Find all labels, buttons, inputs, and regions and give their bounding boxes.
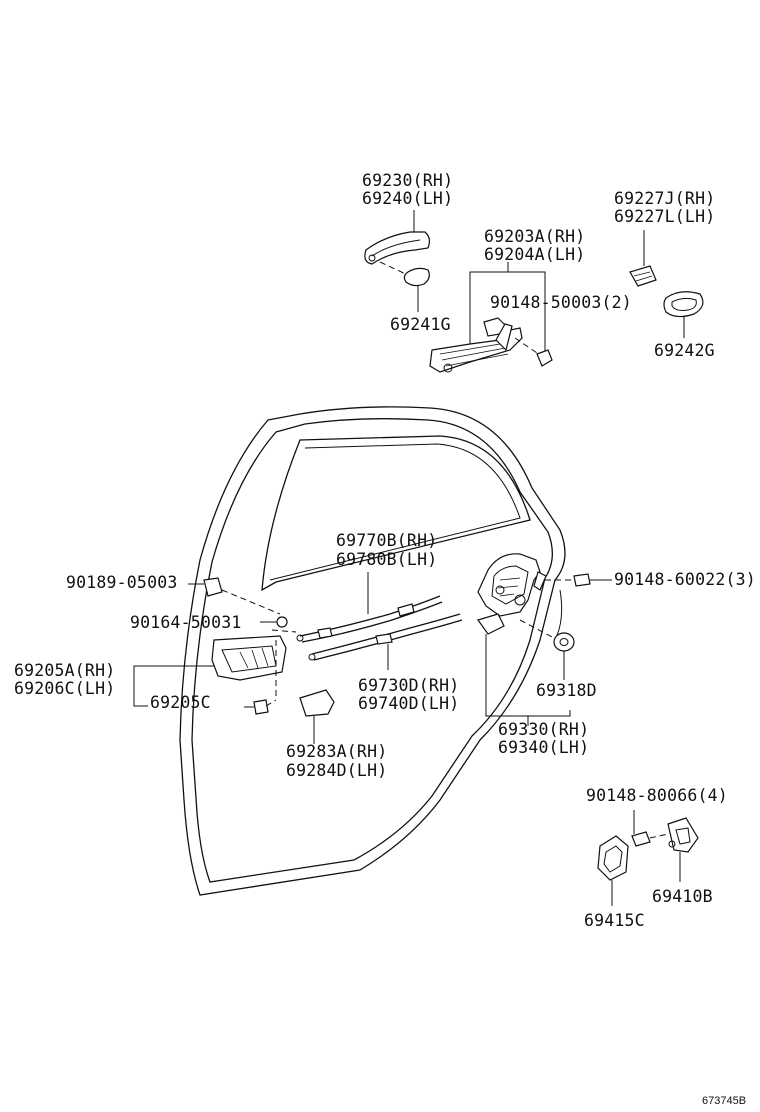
striker-cover-69415C bbox=[597, 835, 629, 906]
screw-90148-50003 bbox=[536, 320, 553, 367]
label-69780B: 69780B(LH) bbox=[336, 550, 437, 569]
inside-handle-69205A bbox=[211, 629, 297, 700]
cover-69227J bbox=[629, 230, 657, 287]
gasket-69241G bbox=[403, 267, 430, 312]
door-panel-outline bbox=[179, 406, 566, 896]
label-90189-05003: 90189-05003 bbox=[66, 573, 177, 592]
label-69415C: 69415C bbox=[584, 911, 645, 930]
label-69330: 69330(RH) bbox=[498, 720, 589, 739]
plug-90189-05003 bbox=[188, 577, 281, 615]
label-69410B: 69410B bbox=[652, 887, 713, 906]
label-69730D: 69730D(RH) bbox=[358, 676, 459, 695]
bezel-69283A bbox=[299, 689, 335, 744]
outside-handle-69230 bbox=[364, 231, 431, 277]
screw-90148-60022 bbox=[573, 573, 612, 587]
label-69242G: 69242G bbox=[654, 341, 715, 360]
label-90148-50003: 90148-50003(2) bbox=[490, 293, 632, 312]
cable-69730D bbox=[308, 613, 463, 670]
label-69205A: 69205A(RH) bbox=[14, 661, 115, 680]
label-69203A: 69203A(RH) bbox=[484, 227, 585, 246]
label-90148-80066: 90148-80066(4) bbox=[586, 786, 728, 805]
pad-69242G bbox=[663, 291, 704, 338]
label-69241G: 69241G bbox=[390, 315, 451, 334]
label-90164-50031: 90164-50031 bbox=[130, 613, 241, 632]
screw-69205C bbox=[244, 699, 277, 715]
label-69206C: 69206C(LH) bbox=[14, 679, 115, 698]
cable-69770B bbox=[296, 572, 443, 643]
screw-90148-80066 bbox=[631, 810, 669, 847]
label-69204A: 69204A(LH) bbox=[484, 245, 585, 264]
label-69227L: 69227L(LH) bbox=[614, 207, 715, 226]
label-69227J: 69227J(RH) bbox=[614, 189, 715, 208]
label-69318D: 69318D bbox=[536, 681, 597, 700]
label-69740D: 69740D(LH) bbox=[358, 694, 459, 713]
screw-90164-50031 bbox=[260, 616, 288, 628]
label-69205C: 69205C bbox=[150, 693, 211, 712]
washer-69318D bbox=[519, 619, 575, 680]
illustration-code: 673745B bbox=[702, 1095, 746, 1107]
label-69770B: 69770B(RH) bbox=[336, 531, 437, 550]
handle-frame-69203A bbox=[429, 262, 546, 373]
leader-69205A bbox=[133, 665, 214, 707]
label-69230: 69230(RH) bbox=[362, 171, 453, 190]
label-69240: 69240(LH) bbox=[362, 189, 453, 208]
label-69283A: 69283A(RH) bbox=[286, 742, 387, 761]
door-lock-69330 bbox=[477, 553, 574, 726]
striker-69410B bbox=[667, 817, 699, 882]
label-90148-60022: 90148-60022(3) bbox=[614, 570, 756, 589]
label-69284D: 69284D(LH) bbox=[286, 761, 387, 780]
label-69340: 69340(LH) bbox=[498, 738, 589, 757]
